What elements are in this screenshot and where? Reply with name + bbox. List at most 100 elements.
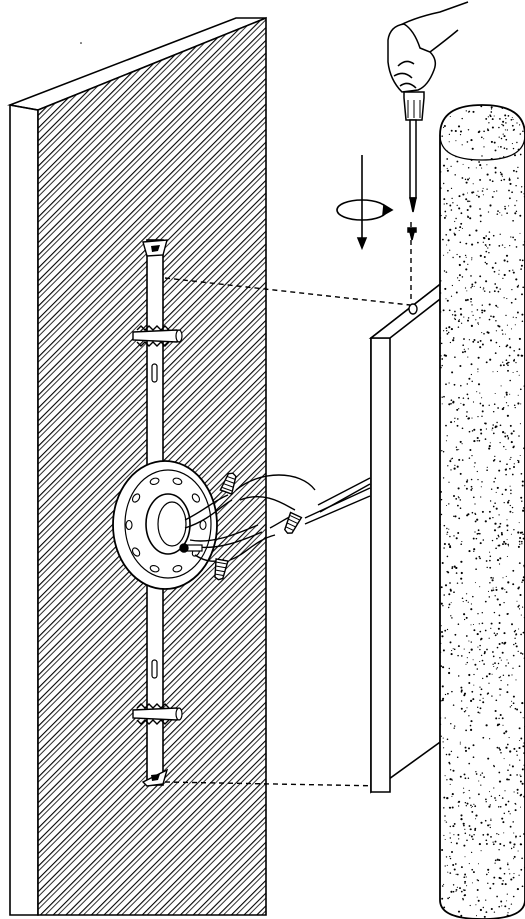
speckle	[501, 329, 503, 332]
speckle	[507, 810, 510, 813]
speckle	[467, 167, 470, 169]
speckle	[487, 128, 489, 130]
speckle	[454, 725, 456, 727]
ground-screw-icon	[179, 543, 203, 553]
speckle	[499, 288, 501, 290]
speckle	[509, 458, 511, 461]
speckle	[440, 114, 441, 116]
speckle	[522, 286, 525, 289]
speckle	[451, 284, 454, 287]
speckle	[516, 200, 518, 202]
speckle	[459, 130, 463, 133]
speckle	[479, 275, 482, 278]
speckle	[520, 868, 523, 871]
speckle	[485, 675, 488, 678]
speckle	[440, 118, 442, 120]
speckle	[467, 200, 469, 203]
speckle	[440, 366, 442, 369]
speckle	[515, 246, 518, 248]
speckle	[512, 129, 515, 131]
speckle	[471, 805, 474, 808]
speckle	[490, 627, 492, 629]
speckle	[463, 348, 465, 350]
speckle	[461, 582, 463, 584]
speckle	[457, 320, 460, 323]
speckle	[480, 850, 482, 852]
speckle	[453, 648, 456, 651]
speckle	[502, 577, 504, 579]
speckle	[477, 529, 480, 532]
speckle	[474, 531, 476, 533]
speckle	[445, 753, 448, 756]
speckle	[467, 129, 470, 131]
speckle	[462, 897, 464, 900]
speckle	[462, 193, 465, 196]
speckle	[513, 858, 515, 860]
speckle	[478, 555, 481, 558]
speckle	[479, 542, 482, 545]
speckle	[458, 279, 460, 282]
speckle	[510, 847, 513, 850]
speckle	[500, 533, 504, 536]
speckle	[451, 566, 454, 568]
speckle	[447, 239, 450, 242]
speckle	[466, 839, 468, 842]
speckle	[473, 338, 476, 342]
speckle	[456, 277, 459, 279]
speckle	[460, 655, 463, 657]
speckle	[510, 489, 512, 491]
speckle	[492, 882, 495, 885]
speckle	[447, 331, 450, 334]
speckle	[487, 116, 490, 118]
speckle	[503, 540, 506, 543]
speckle	[494, 166, 497, 169]
speckle	[449, 204, 452, 207]
speckle	[441, 897, 444, 900]
speckle	[498, 269, 500, 271]
speckle	[445, 383, 447, 386]
speckle	[479, 644, 481, 647]
speckle	[462, 601, 464, 603]
wire-nut-icon	[219, 472, 237, 495]
speckle	[443, 270, 446, 272]
speckle	[508, 499, 510, 502]
speckle	[494, 709, 497, 713]
speckle	[490, 140, 493, 143]
speckle	[504, 247, 506, 249]
speckle	[470, 478, 473, 481]
speckle	[464, 254, 467, 257]
speckle	[509, 245, 511, 247]
speckle	[498, 905, 501, 908]
speckle	[483, 130, 485, 133]
speckle	[464, 350, 467, 353]
speckle	[440, 187, 442, 190]
speckle	[454, 106, 457, 108]
speckle	[458, 497, 460, 499]
speckle	[513, 832, 515, 834]
speckle	[500, 659, 502, 661]
speckle	[521, 885, 524, 888]
anchor-icon	[132, 703, 183, 725]
speckle	[449, 459, 451, 462]
speckle	[457, 833, 460, 836]
speckle	[506, 414, 509, 417]
speckle	[521, 579, 525, 582]
speckle	[512, 371, 514, 374]
speckle	[477, 368, 479, 370]
speckle	[459, 743, 461, 745]
speckle	[518, 628, 520, 630]
speckle	[474, 281, 477, 284]
speckle	[453, 591, 455, 594]
speckle	[478, 532, 481, 535]
speckle	[521, 581, 523, 583]
speckle	[516, 708, 519, 711]
speckle	[474, 663, 477, 666]
speckle	[486, 173, 489, 176]
speckle	[450, 723, 452, 725]
speckle	[477, 416, 479, 418]
speckle	[450, 295, 453, 297]
speckle	[440, 105, 442, 108]
speckle	[488, 672, 491, 675]
speckle	[505, 391, 508, 394]
speckle	[518, 522, 520, 524]
